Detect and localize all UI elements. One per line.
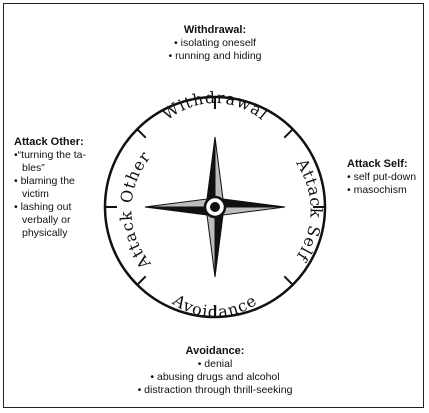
attack-self-item: • masochism: [347, 184, 407, 196]
attack-self-description: Attack Self: • self put-down • masochism: [347, 158, 423, 197]
attack-other-item: •“turning the ta- bles”: [14, 149, 86, 174]
attack-other-item: • blaming the victim: [14, 175, 75, 200]
avoidance-item: • distraction through thrill-seeking: [137, 384, 293, 396]
attack-self-item: • self put-down: [347, 171, 417, 183]
attack-other-description: Attack Other: •“turning the ta- bles” • …: [14, 136, 104, 240]
withdrawal-item: • isolating oneself: [174, 37, 256, 49]
attack-self-heading: Attack Self:: [347, 158, 408, 170]
avoidance-item: • abusing drugs and alcohol: [150, 371, 280, 383]
avoidance-item: • denial: [197, 358, 233, 370]
compass-label-withdrawal: Withdrawal: [158, 88, 272, 124]
attack-other-heading: Attack Other:: [14, 136, 84, 148]
compass-label-avoidance: Avoidance: [169, 290, 261, 322]
withdrawal-item: • running and hiding: [168, 50, 262, 62]
compass-label-attack-self: Attack Self: [292, 154, 326, 265]
compass-tick-marks: [105, 97, 325, 317]
compass-center-hub: [203, 195, 227, 219]
withdrawal-description: Withdrawal: • isolating oneself • runnin…: [120, 24, 310, 63]
avoidance-heading: Avoidance:: [185, 345, 245, 357]
compass-label-attack-other: Attack Other: [116, 147, 155, 273]
avoidance-description: Avoidance: • denial • abusing drugs and …: [100, 345, 330, 397]
withdrawal-heading: Withdrawal:: [183, 24, 247, 36]
diagram-frame: [3, 3, 424, 408]
attack-other-item: • lashing out verbally or physically: [14, 201, 72, 239]
